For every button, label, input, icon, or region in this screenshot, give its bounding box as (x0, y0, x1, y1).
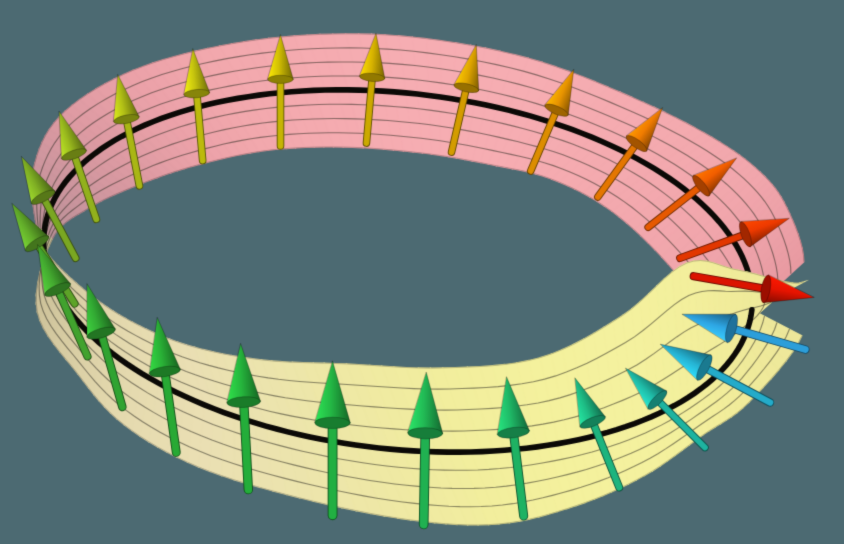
figure-canvas-wrap: Mobius strip with normal vectors illustr… (0, 0, 844, 544)
mobius-strip-figure (0, 0, 844, 544)
